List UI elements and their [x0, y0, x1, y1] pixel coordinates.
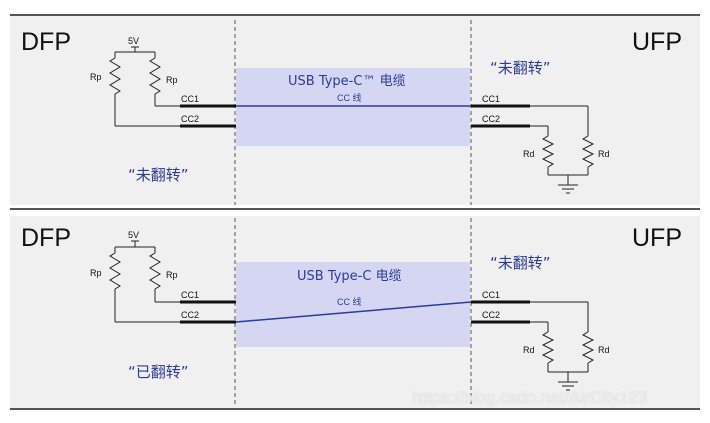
cc2-label: CC2 [482, 310, 500, 320]
bottom-ufp-circuit [530, 301, 595, 391]
cc2-label: CC2 [181, 114, 199, 124]
rp-left-resistor-bottom [109, 252, 121, 290]
dfp-title: DFP [21, 28, 71, 56]
cc1-label: CC1 [482, 94, 500, 104]
cc-wire-bottom [235, 301, 472, 323]
rd-right-resistor-bottom [581, 331, 595, 364]
rd-label: Rd [598, 345, 610, 355]
dfp-state-label: “已翻转” [128, 363, 189, 381]
bottom-circuit-labels: 5V Rp Rp CC1 CC2 CC1 CC2 Rd Rd CC 线 [90, 230, 610, 355]
dfp-state-label: “未翻转” [128, 166, 189, 184]
rp-left-resistor-top [109, 57, 121, 95]
cc1-label: CC1 [181, 94, 199, 104]
top-ufp-circuit [530, 105, 595, 194]
cc-wire-label: CC 线 [337, 296, 362, 307]
rd-label: Rd [598, 149, 610, 159]
ufp-state-label: “未翻转” [490, 59, 551, 77]
top-rule [10, 14, 700, 16]
cc2-label: CC2 [482, 114, 500, 124]
rp-label: Rp [90, 72, 102, 82]
rd-right-resistor-top [581, 135, 595, 168]
ufp-title: UFP [632, 28, 682, 56]
top-circuit-labels: 5V Rp Rp CC1 CC2 CC1 CC2 Rd Rd CC 线 [90, 36, 610, 159]
dfp-title: DFP [21, 224, 71, 252]
rail-label: 5V [128, 36, 139, 46]
rd-label: Rd [523, 149, 535, 159]
cc2-label: CC2 [181, 310, 199, 320]
top-dfp-circuit [109, 46, 180, 127]
rp-right-resistor-top [149, 57, 161, 95]
bottom-rule [10, 408, 700, 410]
cable-title: USB Type-C™ 电缆 [288, 74, 406, 89]
ufp-state-label: “未翻转” [490, 254, 551, 272]
middle-rule [10, 208, 700, 210]
rd-left-resistor-bottom [541, 331, 555, 364]
bottom-dfp-circuit [109, 240, 180, 323]
rp-right-resistor-bottom [149, 252, 161, 290]
rd-label: Rd [523, 345, 535, 355]
watermark: https://blog.csdn.net/AirCity123 [412, 388, 648, 407]
rp-label: Rp [166, 75, 178, 85]
cc1-label: CC1 [181, 290, 199, 300]
rail-label: 5V [128, 230, 139, 240]
rp-label: Rp [166, 270, 178, 280]
cable-region-bottom [236, 262, 470, 347]
ufp-title: UFP [632, 224, 682, 252]
rd-left-resistor-top [541, 135, 555, 168]
cable-region-top [236, 68, 470, 146]
cc1-label: CC1 [482, 290, 500, 300]
cable-title: USB Type-C 电缆 [297, 269, 402, 284]
rp-label: Rp [90, 268, 102, 278]
cc-wire-label: CC 线 [337, 92, 362, 103]
